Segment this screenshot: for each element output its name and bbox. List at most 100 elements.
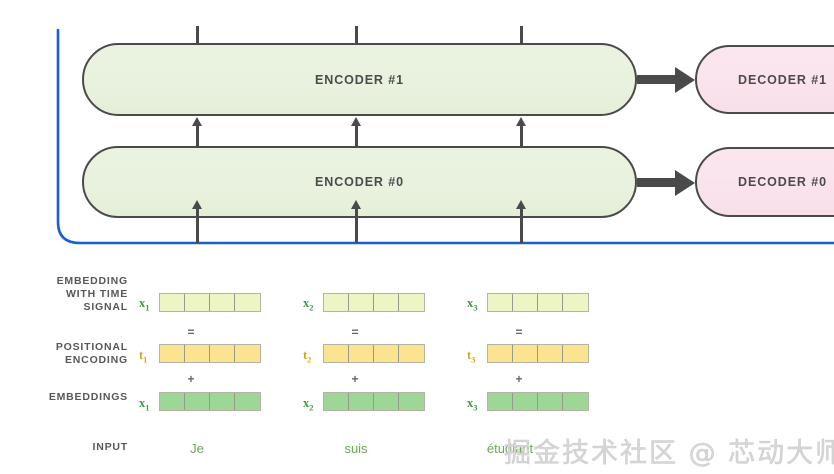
- encoder-block-1-label: ENCODER #1: [315, 72, 404, 87]
- time-signal-vector-label-3-base: x: [467, 296, 474, 310]
- time-signal-vector-2: [323, 293, 425, 312]
- plus-sign-2: +: [351, 372, 359, 386]
- plus-sign-1: +: [187, 372, 195, 386]
- encoder0-to-encoder1-arrowhead-1: [192, 117, 202, 126]
- time-signal-vector-label-1-base: x: [139, 296, 146, 310]
- vector-cell: [513, 294, 538, 311]
- input-word-3: étudiant: [486, 441, 534, 456]
- positional-vector-1: [159, 344, 261, 363]
- positional-vector-label-1-base: t: [139, 348, 144, 362]
- vector-cell: [488, 393, 513, 410]
- vector-cell: [488, 345, 513, 362]
- vector-cell: [210, 345, 235, 362]
- embedding-vector-label-1-base: x: [139, 396, 146, 410]
- encoder0-to-encoder1-line-3: [520, 125, 523, 151]
- vector-cell: [513, 345, 538, 362]
- vector-cell: [538, 393, 563, 410]
- encoder1-to-decoder1-arrow-shaft: [637, 75, 677, 84]
- vector-cell: [349, 345, 374, 362]
- input-to-encoder0-line-2: [355, 208, 358, 243]
- equals-sign-3: =: [515, 325, 523, 339]
- input-to-encoder0-arrowhead-1: [192, 200, 202, 209]
- positional-vector-label-3-base: t: [467, 348, 472, 362]
- vector-cell: [563, 294, 588, 311]
- row-label-embeddings-line1: EMBEDDINGS: [48, 391, 128, 403]
- vector-cell: [563, 393, 588, 410]
- row-label-positional-line2: ENCODING: [65, 354, 128, 366]
- time-signal-vector-label-3: x3: [467, 297, 478, 312]
- vector-cell: [563, 345, 588, 362]
- positional-vector-3: [487, 344, 589, 363]
- row-label-input: INPUT: [18, 441, 128, 454]
- decoder-block-0-label: DECODER #0: [738, 175, 827, 189]
- encoder1-to-decoder1-arrow-head: [675, 66, 695, 93]
- row-label-input-line1: INPUT: [92, 441, 128, 453]
- vector-cell: [160, 345, 185, 362]
- embedding-vector-label-1-sub: 1: [145, 402, 150, 413]
- vector-cell: [399, 294, 424, 311]
- vector-cell: [185, 345, 210, 362]
- encoder-top-stub-1: [196, 26, 199, 44]
- positional-vector-label-2-base: t: [303, 348, 308, 362]
- input-to-encoder0-line-1: [196, 208, 199, 243]
- vector-cell: [324, 345, 349, 362]
- vector-cell: [399, 393, 424, 410]
- row-label-time-signal-line1: EMBEDDING: [56, 275, 128, 287]
- embedding-vector-label-3-sub: 3: [473, 402, 478, 413]
- equals-sign-2: =: [351, 325, 359, 339]
- vector-cell: [235, 345, 260, 362]
- input-word-1: Je: [190, 441, 204, 456]
- vector-cell: [374, 393, 399, 410]
- encoder-block-1[interactable]: ENCODER #1: [82, 43, 637, 116]
- vector-cell: [513, 393, 538, 410]
- plus-sign-3: +: [515, 372, 523, 386]
- input-to-encoder0-line-3: [520, 208, 523, 243]
- embedding-vector-label-3-base: x: [467, 396, 474, 410]
- encoder0-to-encoder1-line-2: [355, 125, 358, 151]
- time-signal-vector-label-2-sub: 2: [309, 302, 314, 313]
- positional-vector-label-2-sub: 2: [307, 354, 312, 365]
- time-signal-vector-label-1: x1: [139, 297, 150, 312]
- decoder-block-1[interactable]: DECODER #1: [695, 45, 834, 114]
- time-signal-vector-label-1-sub: 1: [145, 302, 150, 313]
- encoder-top-stub-2: [355, 26, 358, 44]
- time-signal-vector-label-2-base: x: [303, 296, 310, 310]
- vector-cell: [185, 294, 210, 311]
- embedding-vector-label-2: x2: [303, 397, 314, 412]
- decoder-block-1-label: DECODER #1: [738, 72, 827, 87]
- input-to-encoder0-arrowhead-2: [351, 200, 361, 209]
- vector-cell: [324, 393, 349, 410]
- embedding-vector-3: [487, 392, 589, 411]
- vector-cell: [349, 393, 374, 410]
- time-signal-vector-3: [487, 293, 589, 312]
- positional-vector-label-1: t1: [139, 349, 147, 364]
- encoder0-to-encoder1-line-1: [196, 125, 199, 151]
- encoder0-to-decoder0-arrow-head: [675, 169, 695, 196]
- decoder-block-0[interactable]: DECODER #0: [695, 147, 834, 217]
- vector-cell: [399, 345, 424, 362]
- watermark-text: 掘金技术社区 @ 芯动大师: [504, 438, 834, 470]
- encoder0-to-decoder0-arrow-shaft: [637, 178, 677, 187]
- vector-cell: [160, 294, 185, 311]
- vector-cell: [349, 294, 374, 311]
- input-word-2: suis: [344, 441, 368, 456]
- vector-cell: [538, 345, 563, 362]
- time-signal-vector-label-3-sub: 3: [473, 302, 478, 313]
- encoder-block-0-label: ENCODER #0: [315, 175, 404, 189]
- vector-cell: [374, 294, 399, 311]
- embedding-vector-label-1: x1: [139, 397, 150, 412]
- vector-cell: [538, 294, 563, 311]
- positional-vector-label-3: t3: [467, 349, 475, 364]
- encoder0-to-encoder1-arrowhead-3: [516, 117, 526, 126]
- vector-cell: [374, 345, 399, 362]
- vector-cell: [160, 393, 185, 410]
- vector-cell: [235, 294, 260, 311]
- embedding-vector-label-2-base: x: [303, 396, 310, 410]
- embedding-vector-2: [323, 392, 425, 411]
- row-label-time-signal: EMBEDDING WITH TIME SIGNAL: [18, 275, 128, 314]
- time-signal-vector-1: [159, 293, 261, 312]
- vector-cell: [210, 393, 235, 410]
- vector-cell: [324, 294, 349, 311]
- row-label-embeddings: EMBEDDINGS: [18, 391, 128, 404]
